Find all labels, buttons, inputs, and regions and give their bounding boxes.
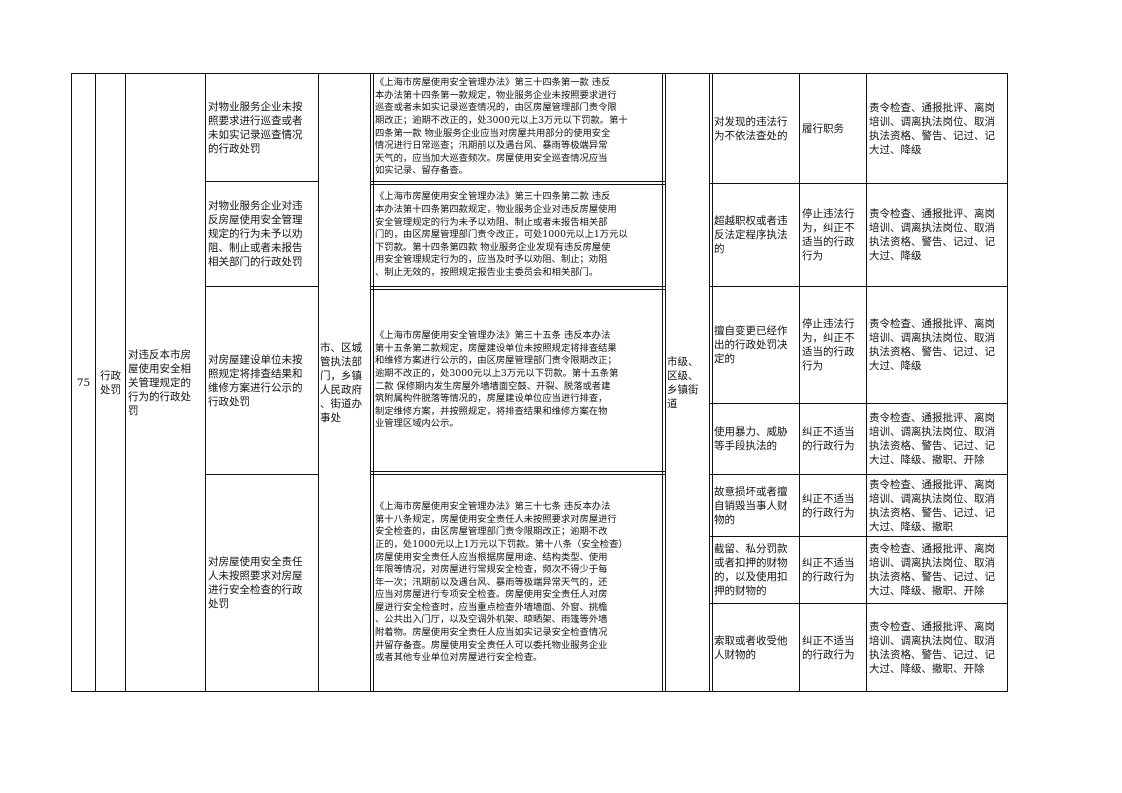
liability-penalty: 责令检查、通报批评、离岗 培训、调离执法岗位、取消 执法资格、警告、记过、记 大… bbox=[869, 543, 995, 597]
sub-item-title: 对物业服务企业对违 反房屋使用安全管理 规定的行为未予以劝 阻、制止或者未报告 … bbox=[208, 200, 303, 268]
liability-response: 停止违法行 为，纠正不 适当的行政 行为 bbox=[802, 208, 855, 262]
liability-response: 履行职务 bbox=[802, 122, 844, 135]
liability-penalty: 责令检查、通报批评、离岗 培训、调离执法岗位、取消 执法资格、警告、记过、记 大… bbox=[869, 478, 995, 533]
enforcement-org-cell: 市、区城 管执法部 门，乡镇 人民政府 、街道办 事处 bbox=[320, 341, 362, 424]
liability-situation: 截留、私分罚款 或者扣押的财物 的，以及使用扣 押的财物的 bbox=[714, 543, 788, 597]
liability-penalty: 责令检查、通报批评、离岗 培训、调离执法岗位、取消 执法资格、警告、记过、记 大… bbox=[869, 620, 995, 675]
liability-situation: 故意损坏或者擅 自销毁当事人财 物的 bbox=[714, 485, 788, 526]
liability-response: 纠正不适当 的行政行为 bbox=[802, 426, 855, 452]
liability-situation: 擅自变更已经作 出的行政处罚决 定的 bbox=[714, 325, 788, 365]
legal-basis-text: 《上海市房屋使用安全管理办法》第三十四条第二款 违反 本办法第十四条第四款规定，… bbox=[375, 191, 628, 278]
liability-response: 纠正不适当 的行政行为 bbox=[802, 557, 855, 583]
liability-situation: 对发现的违法行 为不依法查处的 bbox=[714, 115, 788, 142]
liability-situation: 索取或者收受他 人财物的 bbox=[714, 634, 788, 661]
liability-response: 纠正不适当 的行政行为 bbox=[802, 492, 855, 519]
row-number: 75 bbox=[76, 376, 91, 389]
liability-penalty: 责令检查、通报批评、离岗 培训、调离执法岗位、取消 执法资格、警告、记过、记 大… bbox=[869, 412, 995, 466]
legal-basis-text: 《上海市房屋使用安全管理办法》第三十七条 违反本办法 第十八条规定，房屋使用安全… bbox=[375, 501, 628, 664]
legal-basis-text: 《上海市房屋使用安全管理办法》第三十五条 违反本办法 第十五条第二款规定，房屋建… bbox=[375, 330, 619, 430]
sub-item-title: 对房屋建设单位未按 照规定将排查结果和 维修方案进行公示的 行政处罚 bbox=[208, 353, 303, 408]
level-cell: 市级、 区级、 乡镇街 道 bbox=[667, 355, 699, 410]
liability-penalty: 责令检查、通报批评、离岗 培训、调离执法岗位、取消 执法资格、警告、记过、记 大… bbox=[869, 208, 995, 262]
liability-situation: 超越职权或者违 反法定程序执法 的 bbox=[714, 215, 788, 255]
category-cell: 行政 处罚 bbox=[100, 369, 121, 396]
sub-item-title: 对房屋使用安全责任 人未按照要求对房屋 进行安全检查的行政 处罚 bbox=[208, 556, 303, 610]
liability-response: 纠正不适当 的行政行为 bbox=[802, 634, 855, 661]
liability-situation: 使用暴力、威胁 等手段执法的 bbox=[714, 426, 788, 452]
legal-basis-text: 《上海市房屋使用安全管理办法》第三十四条第一款 违反 本办法第十四条第一款规定，… bbox=[375, 77, 628, 177]
item-name-cell: 对违反本市房 屋使用安全相 关管理规定的 行为的行政处 罚 bbox=[128, 348, 191, 417]
sub-item-title: 对物业服务企业未按 照要求进行巡查或者 未如实记录巡查情况 的行政处罚 bbox=[208, 100, 303, 155]
liability-response: 停止违法行 为，纠正不 适当的行政 行为 bbox=[802, 318, 855, 372]
liability-penalty: 责令检查、通报批评、离岗 培训、调离执法岗位、取消 执法资格、警告、记过、记 大… bbox=[869, 101, 995, 156]
liability-penalty: 责令检查、通报批评、离岗 培训、调离执法岗位、取消 执法资格、警告、记过、记 大… bbox=[869, 318, 995, 372]
